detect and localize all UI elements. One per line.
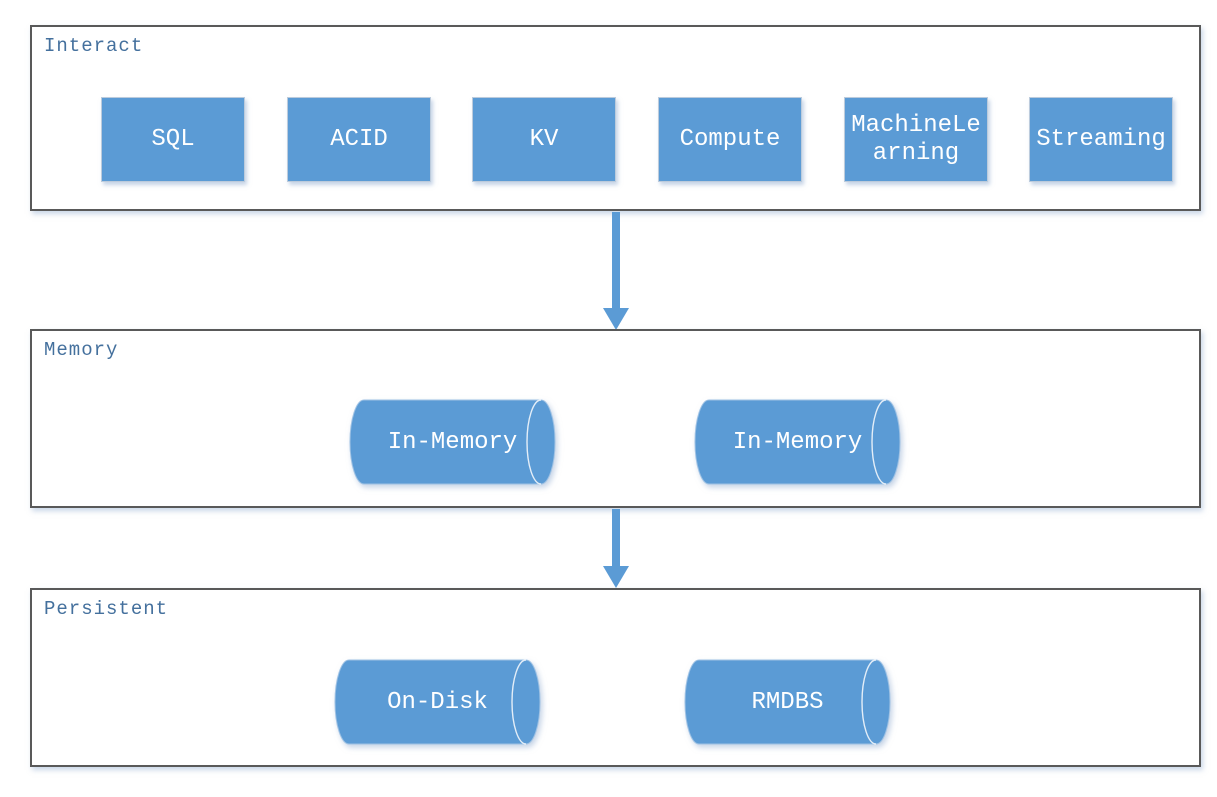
node-in-memory-1: In-Memory [349,399,556,485]
node-streaming: Streaming [1029,97,1173,182]
cylinder-shape-icon [334,659,541,745]
section-label-memory: Memory [44,339,119,361]
node-label: RMDBS [751,688,824,716]
node-label: Compute [679,125,781,153]
node-label: Streaming [1036,125,1166,153]
node-rmdbs: RMDBS [684,659,891,745]
node-label: MachineLearning [851,111,981,167]
node-in-memory-2: In-Memory [694,399,901,485]
arrow-interact-to-memory-icon [603,212,629,330]
section-persistent: Persistent On-Disk RMDBS [30,588,1201,767]
cylinder-shape-icon [694,399,901,485]
arrow-memory-to-persistent-icon [603,509,629,588]
node-sql: SQL [101,97,245,182]
cylinder-shape-icon [349,399,556,485]
node-machinelearning: MachineLearning [844,97,988,182]
node-label: KV [529,125,559,153]
node-label: On-Disk [387,688,488,716]
node-on-disk: On-Disk [334,659,541,745]
node-kv: KV [472,97,616,182]
node-label: SQL [151,125,195,153]
node-compute: Compute [658,97,802,182]
section-memory: Memory In-Memory In-Memory [30,329,1201,508]
node-label: In-Memory [732,428,863,456]
node-label: ACID [330,125,388,153]
section-interact: Interact SQL ACID KV Compute MachineLear… [30,25,1201,211]
cylinder-shape-icon [684,659,891,745]
section-label-persistent: Persistent [44,598,169,620]
node-label: In-Memory [387,428,518,456]
section-label-interact: Interact [44,35,144,57]
node-acid: ACID [287,97,431,182]
